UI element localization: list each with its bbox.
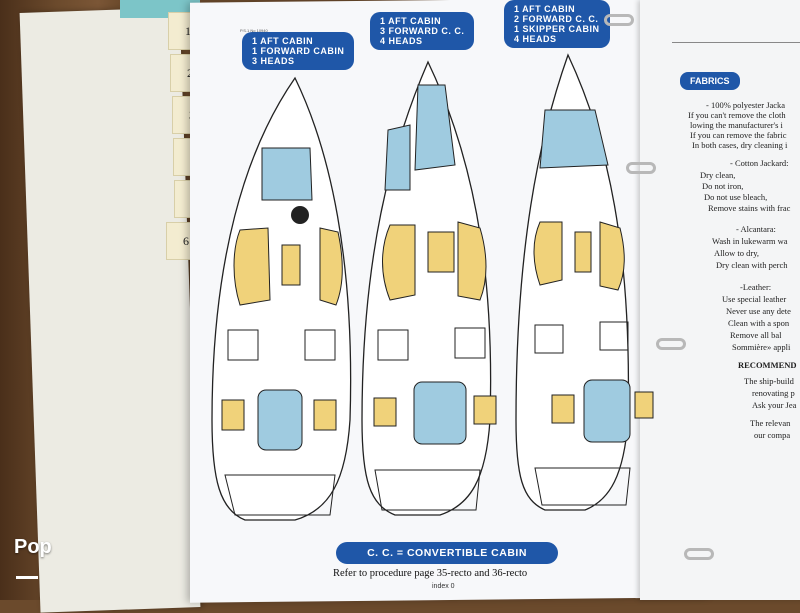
- fabric-text: - 100% polyester Jacka: [706, 100, 786, 110]
- fabric-text: Sommière» appli: [732, 342, 791, 352]
- fabric-text: Allow to dry,: [714, 248, 760, 258]
- fabric-text: - Cotton Jackard:: [730, 158, 789, 168]
- fabric-text: Never use any dete: [726, 306, 791, 316]
- fabric-text: Ask your Jea: [752, 400, 797, 410]
- fabric-text: -Leather:: [740, 282, 772, 292]
- fabric-text: Remove stains with frac: [708, 203, 791, 213]
- binder-ring: [656, 338, 686, 350]
- fabric-text: - Alcantara:: [736, 224, 776, 234]
- fabric-text: Use special leather: [722, 294, 787, 304]
- small-header: P.S.1 No 10940: [240, 28, 268, 33]
- convertible-cabin-banner: C. C. = CONVERTIBLE CABIN: [336, 542, 558, 564]
- fabrics-heading: FABRICS: [680, 72, 740, 90]
- fabric-text: Do not iron,: [702, 181, 744, 191]
- index-footer: index 0: [432, 583, 455, 590]
- binder-ring: [604, 14, 634, 26]
- fabric-text: Wash in lukewarm wa: [712, 236, 788, 246]
- fabric-text: Dry clean with perch: [716, 260, 788, 270]
- fabric-text: lowing the manufacturer's i: [690, 120, 783, 130]
- fabric-text: Clean with a spon: [728, 318, 790, 328]
- fabric-text: The relevan: [750, 418, 791, 428]
- watermark-logo: Pop: [14, 536, 52, 558]
- fabric-text: renovating p: [752, 388, 795, 398]
- hull-plan-3: [515, 53, 654, 511]
- procedure-reference: Refer to procedure page 35-recto and 36-…: [333, 568, 528, 579]
- hull-plan-1: [211, 76, 352, 521]
- fabric-text: Remove all bal: [730, 330, 782, 340]
- binder-ring: [684, 548, 714, 560]
- fabric-text: Dry clean,: [700, 170, 736, 180]
- watermark-underline: [16, 576, 38, 579]
- fabric-text: In both cases, dry cleaning i: [692, 140, 788, 150]
- fabric-text: The ship-build: [744, 376, 794, 386]
- fabric-text: If you can remove the fabric: [690, 130, 787, 140]
- fabric-text: Do not use bleach,: [704, 192, 768, 202]
- hull-plan-2: [361, 60, 497, 516]
- boat-plans: [211, 53, 654, 521]
- binder-ring: [626, 162, 656, 174]
- fabric-text: If you can't remove the cloth: [688, 110, 786, 120]
- page-rule: [672, 42, 800, 43]
- right-page: [640, 0, 800, 600]
- fabric-text: RECOMMEND: [738, 360, 797, 370]
- fabric-text: our compa: [754, 430, 791, 440]
